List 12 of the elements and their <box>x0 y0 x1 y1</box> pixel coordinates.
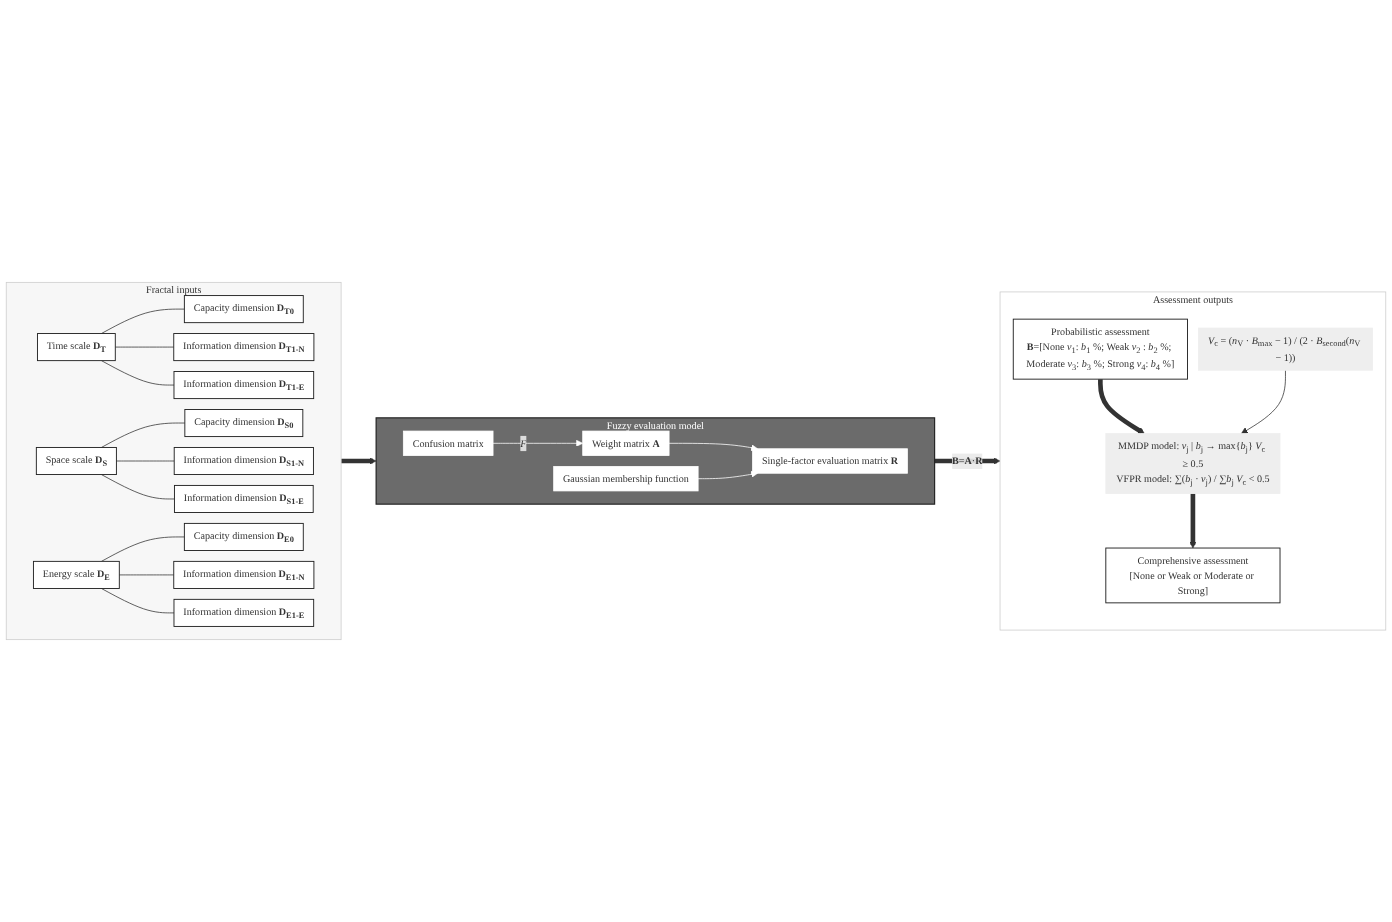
connector <box>101 308 185 334</box>
connector <box>101 588 175 614</box>
connector <box>118 574 175 576</box>
connector <box>114 346 175 348</box>
connector <box>101 536 185 562</box>
connector <box>101 422 186 448</box>
arrow <box>1098 379 1145 434</box>
connector <box>116 460 175 462</box>
connector <box>101 360 175 386</box>
arrow <box>341 457 377 465</box>
connector <box>101 474 175 500</box>
arrow <box>1189 493 1197 549</box>
